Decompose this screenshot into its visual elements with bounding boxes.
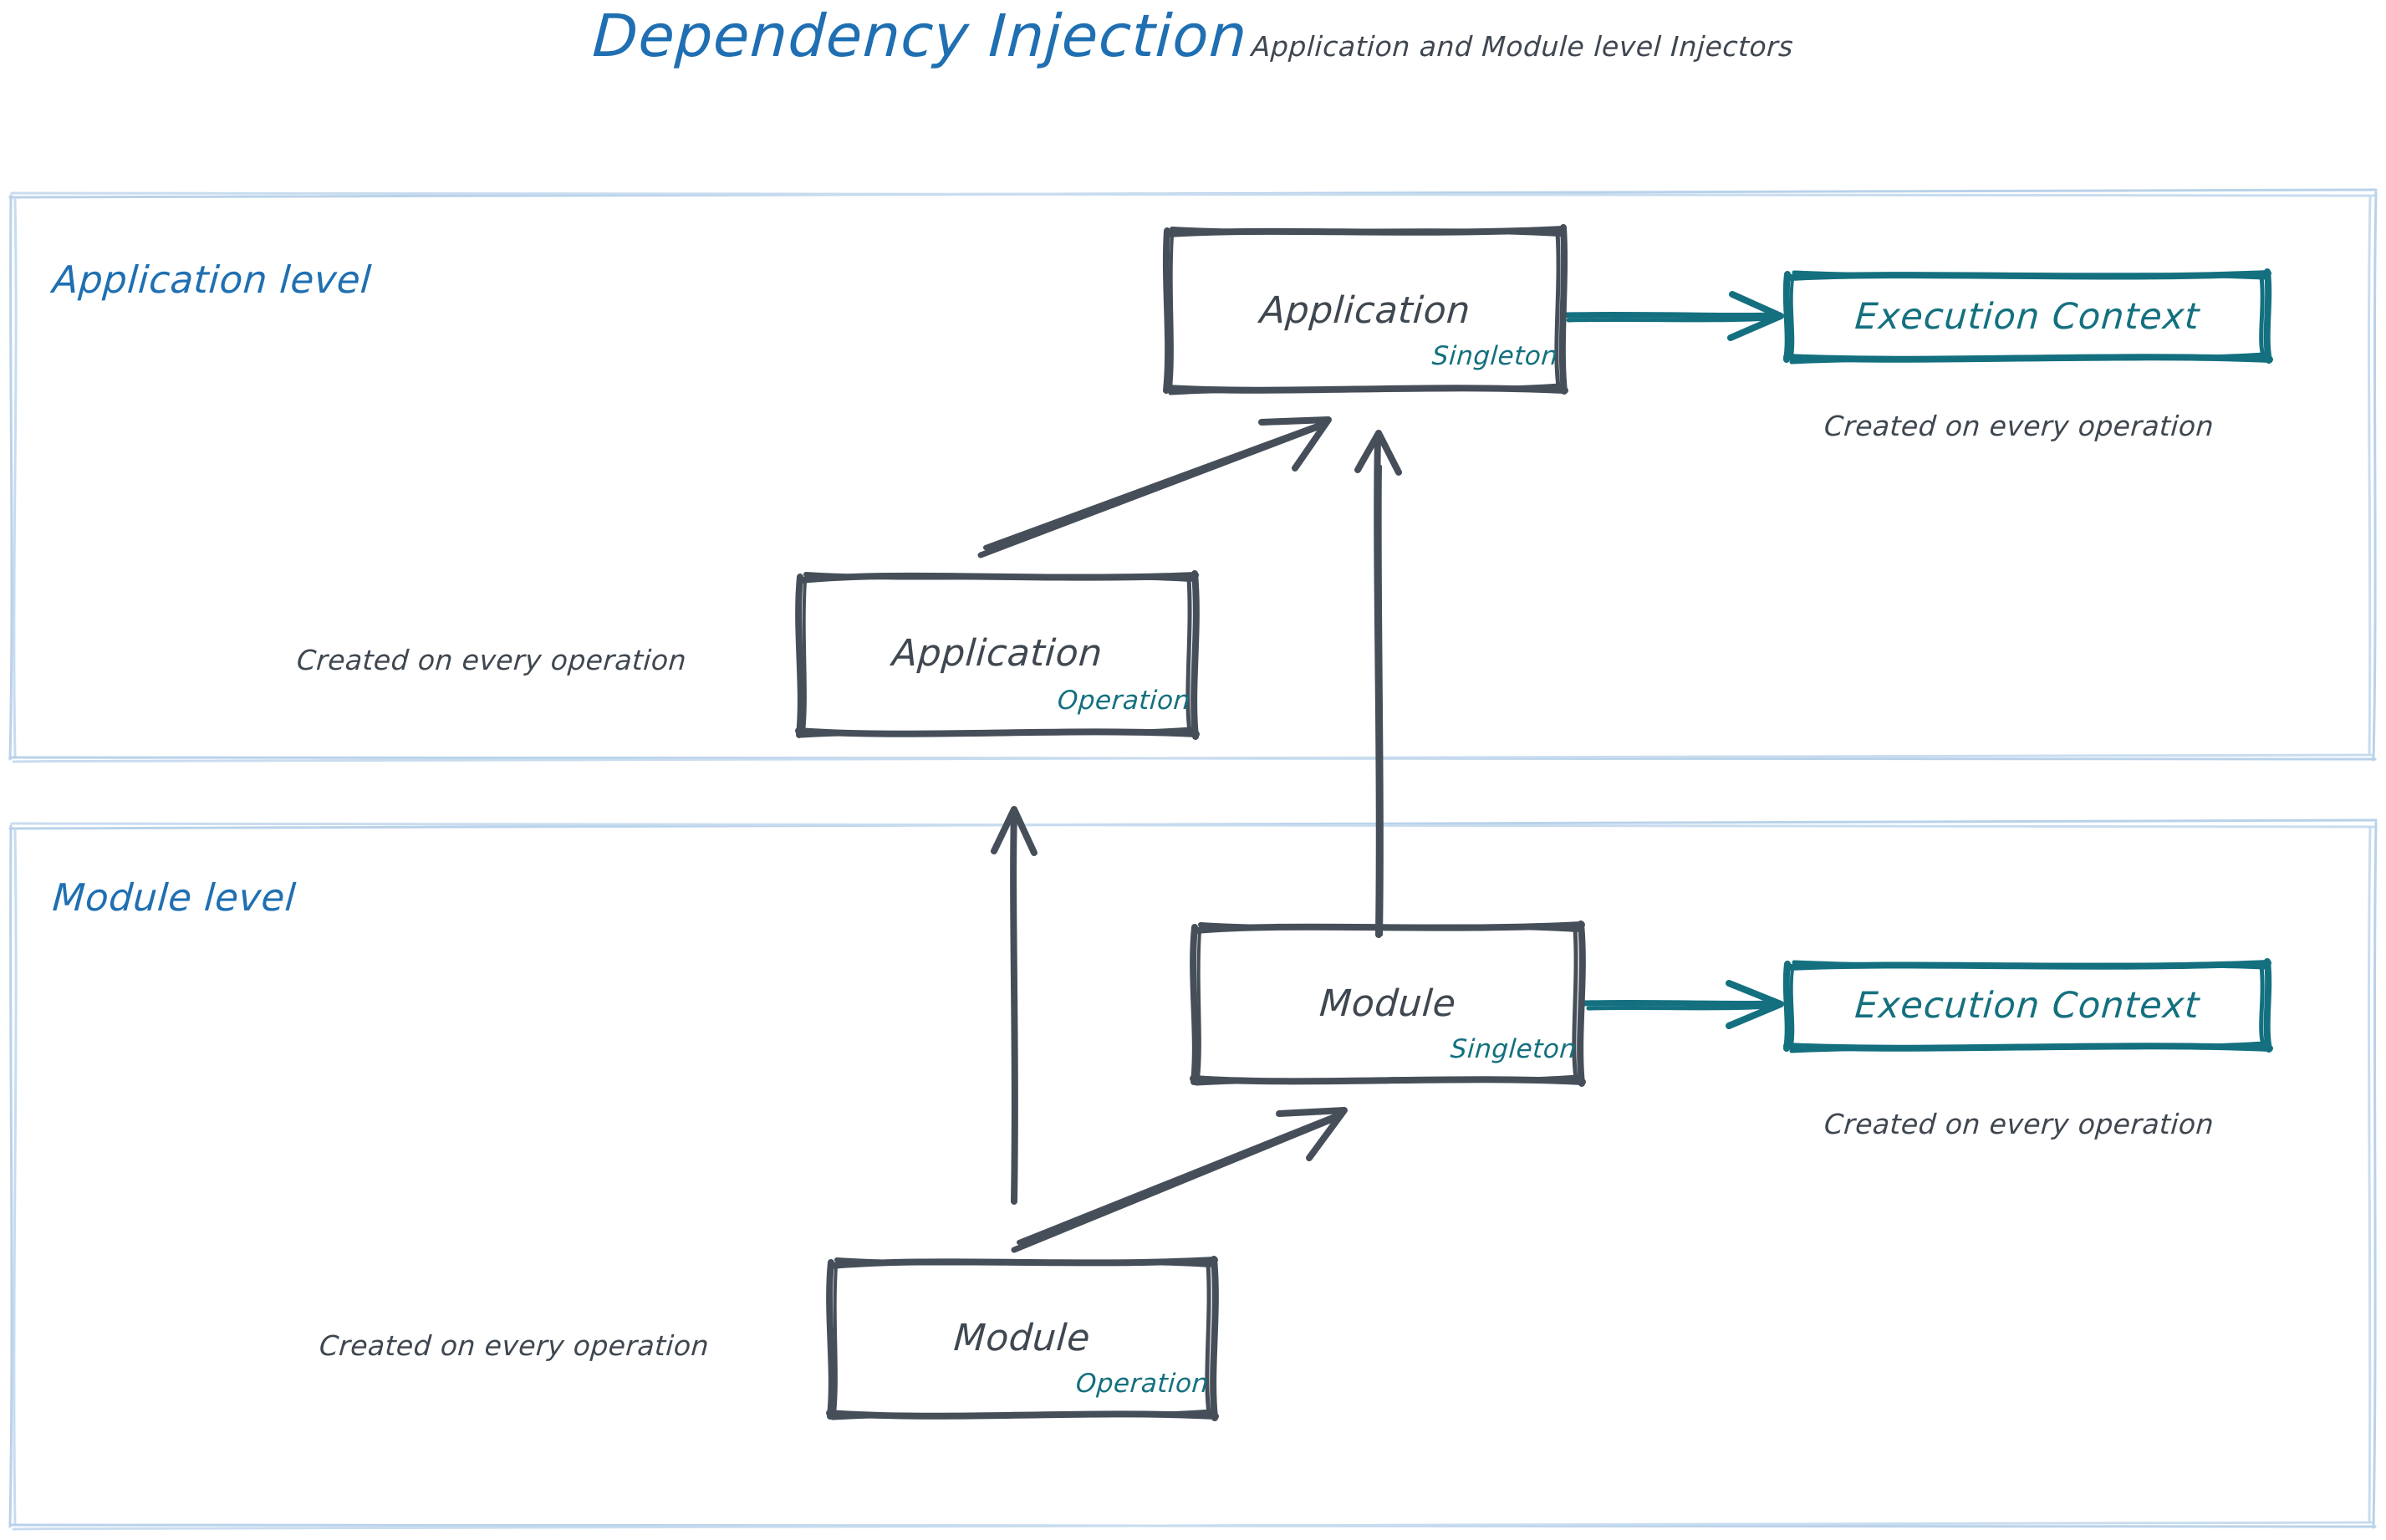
node-scope-module-singleton: Singleton — [1450, 1034, 1578, 1064]
annotation-module-execution-context-note: Created on every operation — [1823, 1108, 2215, 1140]
node-application-operation[interactable]: Application Operation — [793, 569, 1202, 740]
lane-border-application — [8, 188, 2378, 763]
node-module-singleton[interactable]: Module Singleton — [1187, 920, 1588, 1087]
node-title-module-execution-context: Execution Context — [1853, 985, 2201, 1027]
node-border-module-execution-context — [1782, 958, 2273, 1053]
annotation-module-operation-note: Created on every operation — [318, 1329, 711, 1362]
node-border-application-operation — [795, 570, 1200, 740]
lane-label-module-level: Module level — [51, 875, 298, 920]
lane-application-level: Application level — [7, 186, 2379, 763]
node-application-execution-context[interactable]: Execution Context — [1781, 268, 2274, 365]
node-scope-module-operation: Operation — [1074, 1369, 1211, 1399]
node-module-operation[interactable]: Module Operation — [823, 1254, 1221, 1421]
node-border-module-operation — [826, 1256, 1219, 1421]
node-title-application-singleton: Application — [1258, 289, 1472, 332]
lane-label-application-level: Application level — [51, 258, 374, 302]
node-title-module-operation: Module — [952, 1317, 1092, 1359]
page-title: Dependency Injection — [590, 2, 1250, 70]
title-block: Dependency Injection Application and Mod… — [0, 2, 2386, 70]
annotation-application-execution-context-note: Created on every operation — [1823, 410, 2215, 442]
annotation-application-operation-note: Created on every operation — [295, 644, 688, 676]
page-subtitle: Application and Module level Injectors — [1250, 30, 1795, 63]
node-title-module-singleton: Module — [1318, 982, 1458, 1025]
node-module-execution-context[interactable]: Execution Context — [1781, 958, 2274, 1053]
node-border-application-execution-context — [1782, 268, 2273, 365]
node-scope-application-operation: Operation — [1056, 686, 1192, 716]
node-title-application-execution-context: Execution Context — [1853, 296, 2201, 338]
node-application-singleton[interactable]: Application Singleton — [1160, 224, 1570, 395]
node-scope-application-singleton: Singleton — [1431, 341, 1560, 371]
node-border-application-singleton — [1162, 224, 1568, 395]
node-border-module-singleton — [1190, 920, 1586, 1087]
node-title-application-operation: Application — [890, 632, 1104, 675]
